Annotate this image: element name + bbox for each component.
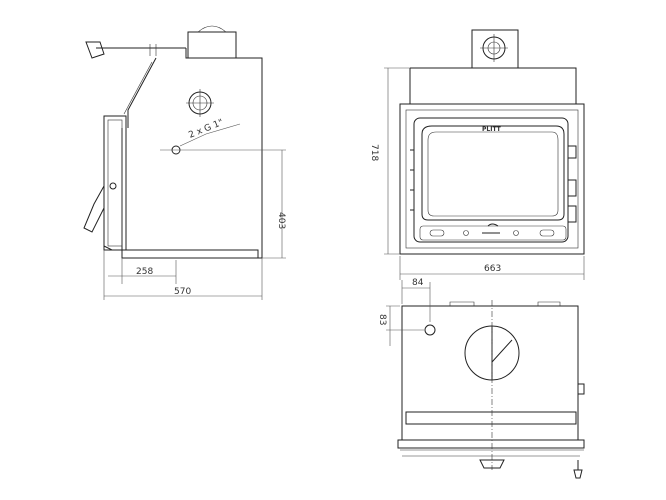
top-offset-y-dim: 83 [377,314,387,325]
top-offset-x-line [401,280,431,322]
side-body-outline [121,48,263,259]
side-view: 2 x G 1" 403 258 570 [83,25,286,300]
front-air-handle [482,223,500,234]
front-brand-label: PLITT [482,126,502,133]
side-depth-inner-dim: 258 [136,267,153,277]
side-ashpan [103,245,259,258]
side-flue-collar [187,31,237,59]
front-door [413,117,569,243]
side-depth-total-dim: 570 [174,287,191,297]
front-glass-window [421,125,565,221]
front-flue-collar [471,29,519,69]
front-latches-right [568,145,577,223]
front-width-dim: 663 [484,264,501,274]
top-door-handle [573,460,583,479]
front-frame [399,103,585,255]
damper-knob [85,41,105,59]
side-top-slope [127,57,157,128]
front-hinges-left [410,149,415,211]
front-view: PLITT 718 663 [369,29,585,280]
side-height-dim: 403 [276,212,286,229]
side-height-dim-line [262,150,286,259]
side-door-panel [103,115,127,251]
front-air-control-bar [419,225,567,241]
side-flue-cap [197,25,227,33]
front-height-dim-line [384,67,410,255]
top-view: 84 83 [377,278,585,479]
front-height-dim: 718 [369,144,379,161]
front-width-dim-line [399,256,585,280]
side-pipe-label: 2 x G 1" [187,118,225,141]
top-flue-damper [491,326,513,380]
top-door-frame [405,411,577,425]
side-door-handle [83,185,105,233]
top-air-handle [479,459,505,469]
top-offset-y-line [386,305,424,346]
top-offset-x-dim: 84 [412,278,424,288]
top-pipe-connection [424,324,436,336]
